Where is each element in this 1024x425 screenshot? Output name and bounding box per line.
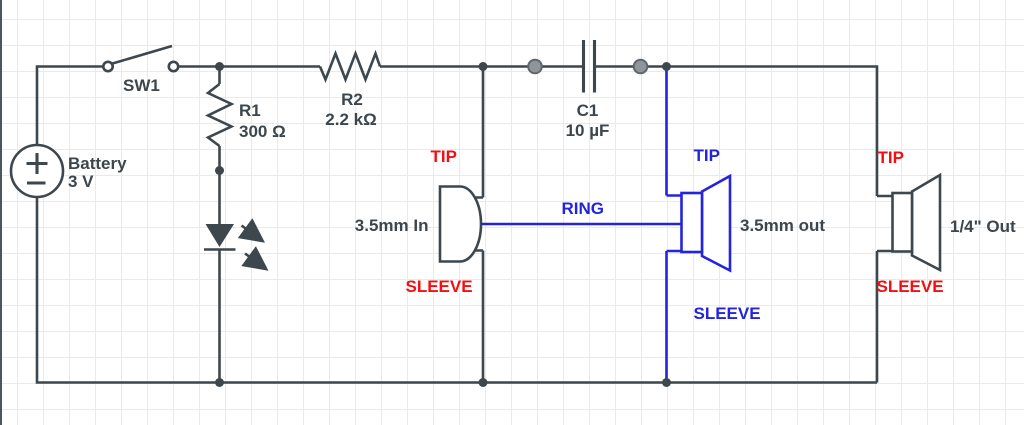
resistor-r2-zigzag bbox=[318, 49, 382, 84]
jack-in-label: 3.5mm In bbox=[355, 216, 429, 235]
resistor-r2-symbol[interactable] bbox=[318, 49, 382, 84]
led-emission-arrow-2 bbox=[241, 246, 269, 271]
jack-quarter-sleeve-label: SLEEVE bbox=[877, 277, 944, 296]
junction-dot bbox=[478, 378, 488, 387]
jack-quarter-tip-label: TIP bbox=[878, 148, 904, 167]
switch-symbol[interactable] bbox=[102, 44, 180, 73]
c1-value: 10 µF bbox=[566, 121, 610, 140]
jack-out-horn bbox=[700, 173, 732, 273]
wire-net-dark bbox=[35, 65, 893, 384]
c1-label: C1 bbox=[577, 101, 599, 120]
switch-lever bbox=[112, 44, 173, 65]
led-triangle bbox=[205, 224, 234, 247]
r2-value: 2.2 kΩ bbox=[325, 110, 376, 129]
wire-jack-out-drop bbox=[665, 66, 682, 383]
wire-jack-in-drop bbox=[475, 66, 485, 383]
jack-out-sleeve-label: SLEEVE bbox=[694, 304, 761, 323]
junction-dot bbox=[215, 378, 224, 387]
jack-in-body bbox=[438, 185, 483, 263]
r1-value: 300 Ω bbox=[239, 122, 286, 141]
ring-net-label: RING bbox=[562, 199, 605, 218]
jack-out-label: 3.5mm out bbox=[740, 216, 825, 235]
resistor-r1-symbol[interactable] bbox=[204, 82, 235, 148]
jack-35mm-out-symbol[interactable] bbox=[680, 173, 732, 273]
canvas-left-border bbox=[0, 0, 2, 425]
jack-quarter-label: 1/4" Out bbox=[950, 217, 1016, 236]
battery-value: 3 V bbox=[68, 172, 94, 191]
jack-35mm-in-symbol[interactable] bbox=[438, 185, 483, 263]
r2-label: R2 bbox=[341, 90, 363, 109]
jack-out-body bbox=[680, 191, 704, 254]
capacitor-terminal-left bbox=[527, 58, 543, 75]
wire-quarter-stubs bbox=[877, 194, 893, 253]
sw1-label: SW1 bbox=[123, 76, 160, 95]
junction-dot bbox=[662, 378, 671, 387]
switch-terminal-left bbox=[102, 60, 115, 73]
jack-in-tip-label: TIP bbox=[431, 147, 457, 166]
jack-quarter-out-symbol[interactable] bbox=[891, 172, 942, 273]
led-emission-arrow-1 bbox=[237, 218, 265, 243]
junction-dot bbox=[662, 62, 671, 71]
jack-out-tip-label: TIP bbox=[694, 146, 720, 165]
junction-dot bbox=[478, 62, 488, 71]
wire-battery-to-switch bbox=[35, 65, 103, 145]
jack-quarter-body bbox=[891, 191, 914, 253]
r1-label: R1 bbox=[239, 101, 261, 120]
wire-ground-rail bbox=[35, 197, 877, 384]
junction-dots bbox=[215, 62, 671, 387]
capacitor-plates bbox=[581, 40, 597, 93]
junction-dot bbox=[215, 166, 224, 175]
led-symbol[interactable] bbox=[204, 218, 269, 271]
wire-cap-to-quarter-tip bbox=[594, 65, 879, 196]
capacitor-terminal-right bbox=[632, 58, 649, 75]
junction-dot bbox=[215, 62, 224, 71]
wire-net-blue bbox=[481, 66, 682, 383]
battery-symbol[interactable] bbox=[9, 143, 65, 199]
capacitor-symbol[interactable] bbox=[527, 40, 649, 93]
jack-in-sleeve-label: SLEEVE bbox=[406, 277, 473, 296]
battery-label: Battery bbox=[68, 154, 127, 173]
resistor-r1-zigzag bbox=[204, 82, 235, 148]
battery-plus-sign bbox=[26, 153, 48, 174]
jack-quarter-horn bbox=[910, 172, 942, 273]
switch-terminal-right bbox=[167, 60, 180, 73]
